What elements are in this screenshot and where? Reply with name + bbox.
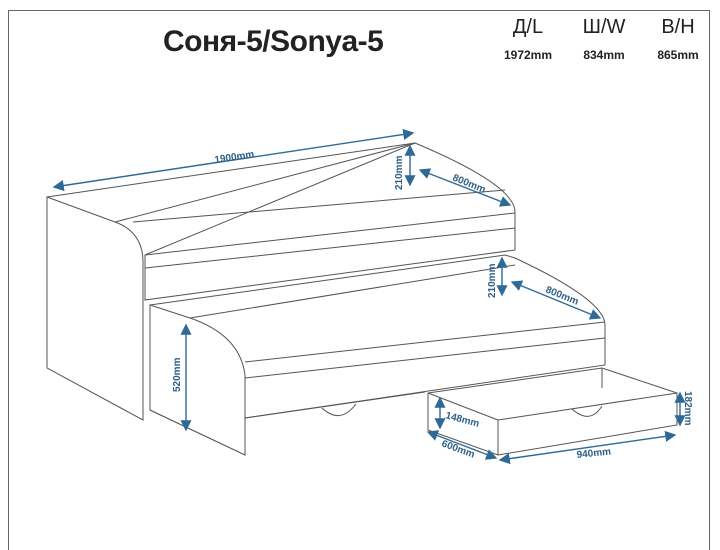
spec-width-label: Ш/W	[582, 16, 626, 38]
spec-width-value: 834mm	[583, 48, 625, 62]
diagram-frame	[8, 10, 710, 550]
spec-length-value: 1972mm	[503, 48, 553, 62]
spec-height-label: В/Н	[661, 16, 695, 38]
dim-drawer-height: 182mm	[682, 391, 693, 426]
lower-bed	[149, 254, 606, 456]
product-title: Соня-5/Sonya-5	[163, 25, 384, 58]
dim-lower-height: 520mm	[172, 357, 183, 392]
dim-drawer-length: 940mm	[576, 446, 612, 461]
dim-lower-side-height: 210mm	[487, 263, 498, 298]
spec-length-label: Д/L	[512, 16, 544, 38]
dim-upper-side-height: 210mm	[394, 155, 405, 190]
spec-height-value: 865mm	[657, 48, 699, 62]
dim-length: 1900mm	[214, 149, 255, 166]
dimension-lines	[52, 128, 686, 465]
